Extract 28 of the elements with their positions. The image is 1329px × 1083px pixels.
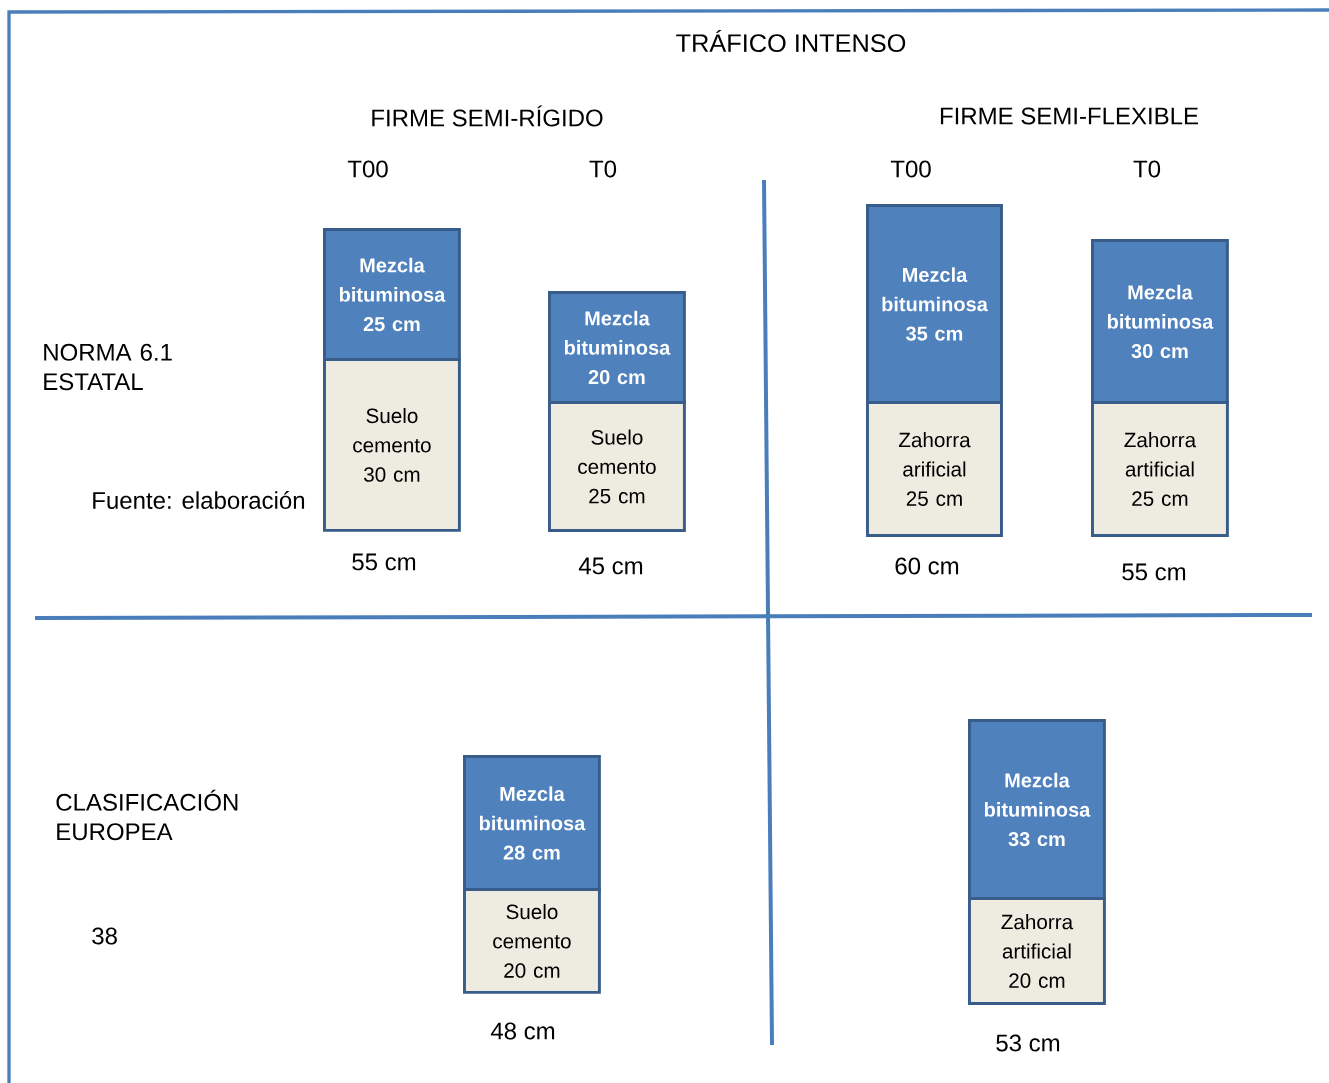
total-thickness: 60 cm (895, 557, 959, 575)
traffic-class: T0 (1133, 160, 1161, 178)
total-thickness: 53 cm (996, 1034, 1060, 1052)
row-heading: NORMA 6.1 ESTATAL (44, 343, 172, 391)
base-layer-box: Suelo cemento 20 cm (463, 888, 601, 994)
column-heading: FIRME SEMI-FLEXIBLE (940, 107, 1198, 125)
asphalt-layer-box: Mezcla bituminosa 28 cm (463, 755, 601, 891)
asphalt-layer-box: Mezcla bituminosa 35 cm (866, 204, 1003, 404)
traffic-class: T0 (589, 160, 617, 178)
column-heading: FIRME SEMI-RÍGIDO (372, 105, 603, 127)
total-thickness: 48 cm (490, 1022, 555, 1040)
traffic-class: T00 (890, 160, 931, 178)
title: TRÁFICO INTENSO (676, 29, 906, 53)
asphalt-layer-box: Mezcla bituminosa 30 cm (1091, 239, 1229, 404)
base-layer-box: Zahorra arificial 25 cm (866, 401, 1003, 537)
total-thickness: 55 cm (352, 553, 416, 571)
row-heading: CLASIFICACIÓN EUROPEA (56, 789, 238, 841)
traffic-class: T00 (347, 160, 388, 178)
base-layer-box: Zahorra artificial 25 cm (1091, 401, 1229, 537)
asphalt-layer-box: Mezcla bituminosa 25 cm (323, 228, 461, 361)
asphalt-layer-box: Mezcla bituminosa 33 cm (968, 719, 1106, 900)
total-thickness: 45 cm (578, 557, 643, 575)
base-layer-box: Zahorra artificial 20 cm (968, 897, 1106, 1005)
base-layer-box: Suelo cemento 25 cm (548, 401, 686, 532)
page-number: 38 (92, 927, 117, 945)
total-thickness: 55 cm (1122, 563, 1186, 581)
asphalt-layer-box: Mezcla bituminosa 20 cm (548, 291, 686, 404)
base-layer-box: Suelo cemento 30 cm (323, 358, 461, 532)
